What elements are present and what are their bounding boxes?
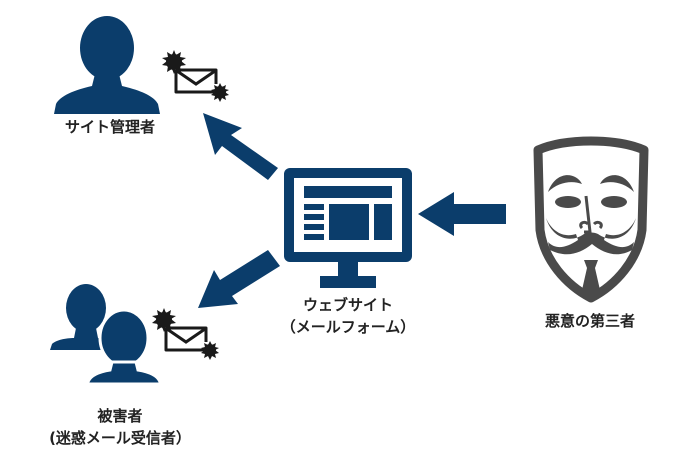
virus-icon (201, 341, 219, 360)
admin-person-icon (54, 16, 160, 114)
victims-label-line2: (迷惑メール受信者） (49, 429, 191, 447)
guy-fawkes-mask-icon (533, 136, 649, 303)
virus-icon (152, 308, 176, 332)
victims-label-line1: 被害者 (97, 407, 143, 425)
virus-icon (211, 83, 229, 102)
people-icon (50, 284, 162, 386)
arrow-left-icon (418, 192, 506, 236)
spam-mail-icon (162, 50, 229, 102)
attacker-label: 悪意の第三者 (544, 312, 635, 330)
arrow-down-left-icon (198, 250, 280, 308)
monitor-icon (284, 168, 412, 288)
arrow-up-left-icon (203, 113, 278, 180)
admin-label: サイト管理者 (64, 118, 155, 136)
virus-icon (162, 50, 186, 74)
website-label-line1: ウェブサイト (302, 296, 393, 314)
person-front-icon (86, 308, 162, 386)
website-label-line2: （メールフォーム） (280, 318, 416, 336)
spam-mail-icon (152, 308, 219, 360)
